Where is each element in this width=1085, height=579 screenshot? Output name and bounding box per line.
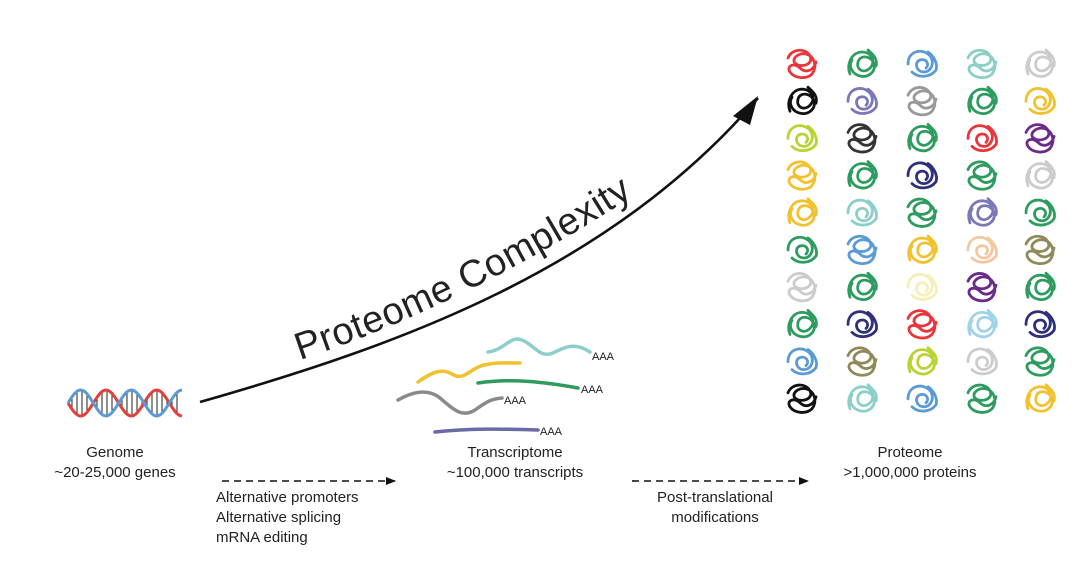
step-mrna-editing: mRNA editing xyxy=(216,529,308,546)
step-modifications: modifications xyxy=(671,509,759,526)
protein-icon xyxy=(966,48,998,79)
protein-icon xyxy=(846,198,878,227)
protein-icon xyxy=(787,85,818,115)
protein-grid xyxy=(786,48,1056,414)
protein-icon xyxy=(906,309,938,340)
protein-icon xyxy=(1025,160,1056,190)
genome-count: ~20-25,000 genes xyxy=(54,464,176,481)
proteome-name: Proteome xyxy=(877,444,943,461)
transcript-3-poly-a: AAA xyxy=(581,384,604,396)
protein-icon xyxy=(847,271,878,301)
protein-icon xyxy=(907,234,938,264)
transcriptome-label: Transcriptome ~100,000 transcripts xyxy=(415,443,615,483)
transcriptome-name: Transcriptome xyxy=(467,444,563,461)
protein-icon xyxy=(786,347,818,376)
protein-icon xyxy=(846,234,878,265)
step-alternative-promoters: Alternative promoters xyxy=(216,489,359,506)
protein-icon xyxy=(1025,48,1056,78)
transcriptome-count: ~100,000 transcripts xyxy=(446,464,584,481)
protein-icon xyxy=(1024,234,1056,265)
dna-strand-red xyxy=(66,388,183,418)
protein-icon xyxy=(786,48,818,79)
protein-icon xyxy=(967,308,998,339)
protein-icon xyxy=(846,123,878,154)
protein-icon xyxy=(846,310,878,339)
protein-icon xyxy=(906,384,938,413)
protein-icon xyxy=(966,124,998,153)
protein-icon xyxy=(906,161,938,190)
protein-icon xyxy=(1025,383,1056,413)
protein-icon xyxy=(786,160,818,191)
protein-icon xyxy=(906,273,938,301)
protein-icon xyxy=(1024,123,1056,154)
diagram-title: Proteome Complexity xyxy=(289,168,638,369)
genome-name: Genome xyxy=(86,444,144,461)
transcript-4-poly-a: AAA xyxy=(504,395,527,407)
dna-strand-blue xyxy=(66,388,183,418)
protein-icon xyxy=(847,383,878,413)
transcript-5-poly-a: AAA xyxy=(540,426,563,438)
transcript-4 xyxy=(396,390,504,415)
protein-icon xyxy=(786,235,818,264)
protein-icon xyxy=(787,197,818,227)
protein-icon xyxy=(846,346,878,377)
step-alternative-splicing: Alternative splicing xyxy=(216,509,342,526)
transcript-2 xyxy=(416,361,522,384)
protein-icon xyxy=(846,87,878,115)
protein-icon xyxy=(907,122,938,153)
protein-icon xyxy=(966,160,998,191)
proteome-count: >1,000,000 proteins xyxy=(843,464,977,481)
transcript-group: AAA AAA AAA AAA xyxy=(396,337,615,438)
transcript-1 xyxy=(486,337,592,356)
protein-icon xyxy=(1024,310,1056,339)
protein-icon xyxy=(786,124,818,153)
step-post-translational: Post-translational xyxy=(657,489,773,506)
protein-icon xyxy=(966,272,998,303)
protein-icon xyxy=(1024,198,1056,227)
protein-icon xyxy=(847,160,878,190)
protein-icon xyxy=(786,272,818,303)
protein-icon xyxy=(967,85,998,115)
transcript-5 xyxy=(433,427,540,434)
protein-icon xyxy=(906,197,938,228)
protein-icon xyxy=(1024,87,1056,115)
protein-icon xyxy=(1024,346,1056,377)
complexity-arrow xyxy=(199,97,759,404)
protein-icon xyxy=(966,235,998,264)
protein-icon xyxy=(906,49,938,78)
proteome-label: Proteome >1,000,000 proteins xyxy=(820,443,1000,483)
complexity-arrowhead xyxy=(733,96,758,125)
protein-icon xyxy=(966,347,998,376)
steps-2-label: Post-translational modifications xyxy=(630,488,800,528)
protein-icon xyxy=(907,346,938,376)
protein-icon xyxy=(967,197,998,227)
protein-icon xyxy=(787,308,818,339)
transcript-1-poly-a: AAA xyxy=(592,351,615,363)
steps-1-label: Alternative promoters Alternative splici… xyxy=(216,488,359,548)
protein-icon xyxy=(786,383,818,414)
dna-helix-icon xyxy=(66,388,183,418)
protein-icon xyxy=(847,48,878,78)
protein-icon xyxy=(906,86,938,117)
genome-label: Genome ~20-25,000 genes xyxy=(40,443,190,483)
protein-icon xyxy=(966,383,998,414)
transcript-3 xyxy=(476,379,580,390)
protein-icon xyxy=(1025,271,1056,301)
